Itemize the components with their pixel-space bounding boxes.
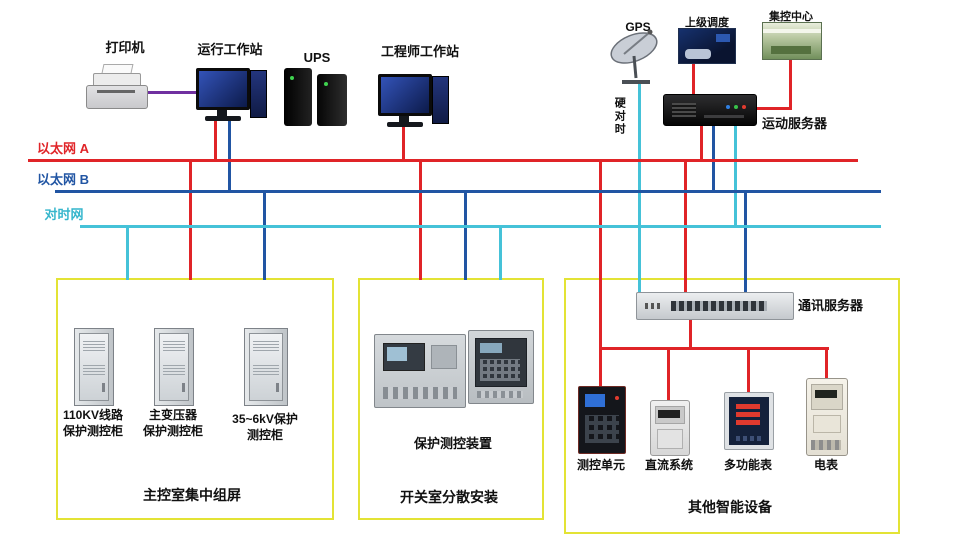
gps-dish-icon xyxy=(604,28,666,86)
drop-rack-eth-b xyxy=(744,193,747,294)
bus-ethernet-a xyxy=(28,159,858,162)
printer-label: 打印机 xyxy=(105,40,145,55)
superior-dispatch-photo xyxy=(678,28,736,64)
protection-device-a xyxy=(374,334,466,408)
drop-panel1-eth-b xyxy=(263,193,266,280)
dc-system-graphic xyxy=(650,400,690,456)
drop-server-eth-a xyxy=(700,124,703,162)
cabinet-110kv-label: 110KV线路 保护测控柜 xyxy=(62,408,124,438)
comm-server-graphic xyxy=(636,292,794,320)
drop-panel2-time xyxy=(499,228,502,280)
ups-graphic xyxy=(284,64,350,128)
panel-other-devices xyxy=(564,278,900,534)
cabinet-35-6kv xyxy=(244,328,288,406)
printer-graphic xyxy=(86,64,148,110)
gps-time-sync-line xyxy=(638,84,641,294)
drop-server-eth-b xyxy=(712,124,715,193)
panel3-title: 其他智能设备 xyxy=(688,499,772,515)
remote-server-graphic xyxy=(663,94,757,126)
drop-panel1-time xyxy=(126,228,129,280)
drop-opws-eth-a xyxy=(214,120,217,162)
central-control-label: 集控中心 xyxy=(769,11,813,23)
rack-to-dist-line xyxy=(689,318,692,349)
drop-opws-eth-b xyxy=(228,120,231,193)
drop-engws-eth-a xyxy=(402,126,405,162)
engineer-workstation-label: 工程师工作站 xyxy=(380,44,459,59)
electric-meter-label: 电表 xyxy=(813,458,838,472)
ups-label: UPS xyxy=(303,50,331,65)
multifunction-meter-graphic xyxy=(724,392,774,450)
central-control-photo xyxy=(762,22,822,60)
cabinet-110kv xyxy=(74,328,114,406)
drop-multi-meter xyxy=(747,347,750,394)
bus-label-ethernet-a: 以太网 A xyxy=(36,141,89,156)
engineer-workstation-graphic xyxy=(378,74,450,130)
remote-server-label: 运动服务器 xyxy=(762,116,828,131)
link-server-central-h xyxy=(753,107,792,110)
cabinet-35-6kv-label: 35~6kV保护 测控柜 xyxy=(232,412,298,442)
distribution-line xyxy=(599,347,829,350)
drop-panel2-eth-a xyxy=(419,162,422,280)
printer-cable xyxy=(148,91,198,94)
bus-label-ethernet-b: 以太网 B xyxy=(36,172,89,187)
bus-ethernet-b xyxy=(55,190,881,193)
superior-dispatch-label: 上级调度 xyxy=(685,17,729,29)
panel-switch-room xyxy=(358,278,544,520)
measure-control-unit-label: 测控单元 xyxy=(576,458,625,472)
drop-panel1-eth-a xyxy=(189,162,192,280)
operation-workstation-label: 运行工作站 xyxy=(197,42,263,57)
cabinet-main-transformer-label: 主变压器 保护测控柜 xyxy=(142,408,203,438)
bus-label-time-sync: 对时网 xyxy=(44,207,84,222)
bus-time-sync xyxy=(80,225,881,228)
cabinet-main-transformer xyxy=(154,328,194,406)
protection-device-label: 保护测控装置 xyxy=(413,436,492,451)
drop-rack-eth-a xyxy=(684,162,687,294)
dc-system-label: 直流系统 xyxy=(644,458,693,472)
measure-control-unit-graphic xyxy=(578,386,626,454)
drop-dc-system xyxy=(667,347,670,402)
drop-panel3-eth-a-left xyxy=(599,162,602,388)
hard-time-sync-label: 硬对时 xyxy=(613,96,626,136)
multifunction-meter-label: 多功能表 xyxy=(723,458,772,472)
drop-panel2-eth-b xyxy=(464,193,467,280)
electric-meter-graphic xyxy=(806,378,848,456)
link-server-central-v xyxy=(789,58,792,110)
panel2-title: 开关室分散安装 xyxy=(400,489,498,505)
drop-server-time xyxy=(734,124,737,228)
panel-main-control-room xyxy=(56,278,334,520)
protection-device-b xyxy=(468,330,534,404)
drop-e-meter xyxy=(825,347,828,380)
gps-label: GPS xyxy=(625,20,651,34)
comm-server-label: 通讯服务器 xyxy=(798,298,864,313)
panel1-title: 主控室集中组屏 xyxy=(143,487,241,503)
link-server-dispatch xyxy=(692,62,695,96)
operation-workstation-graphic xyxy=(196,68,268,124)
